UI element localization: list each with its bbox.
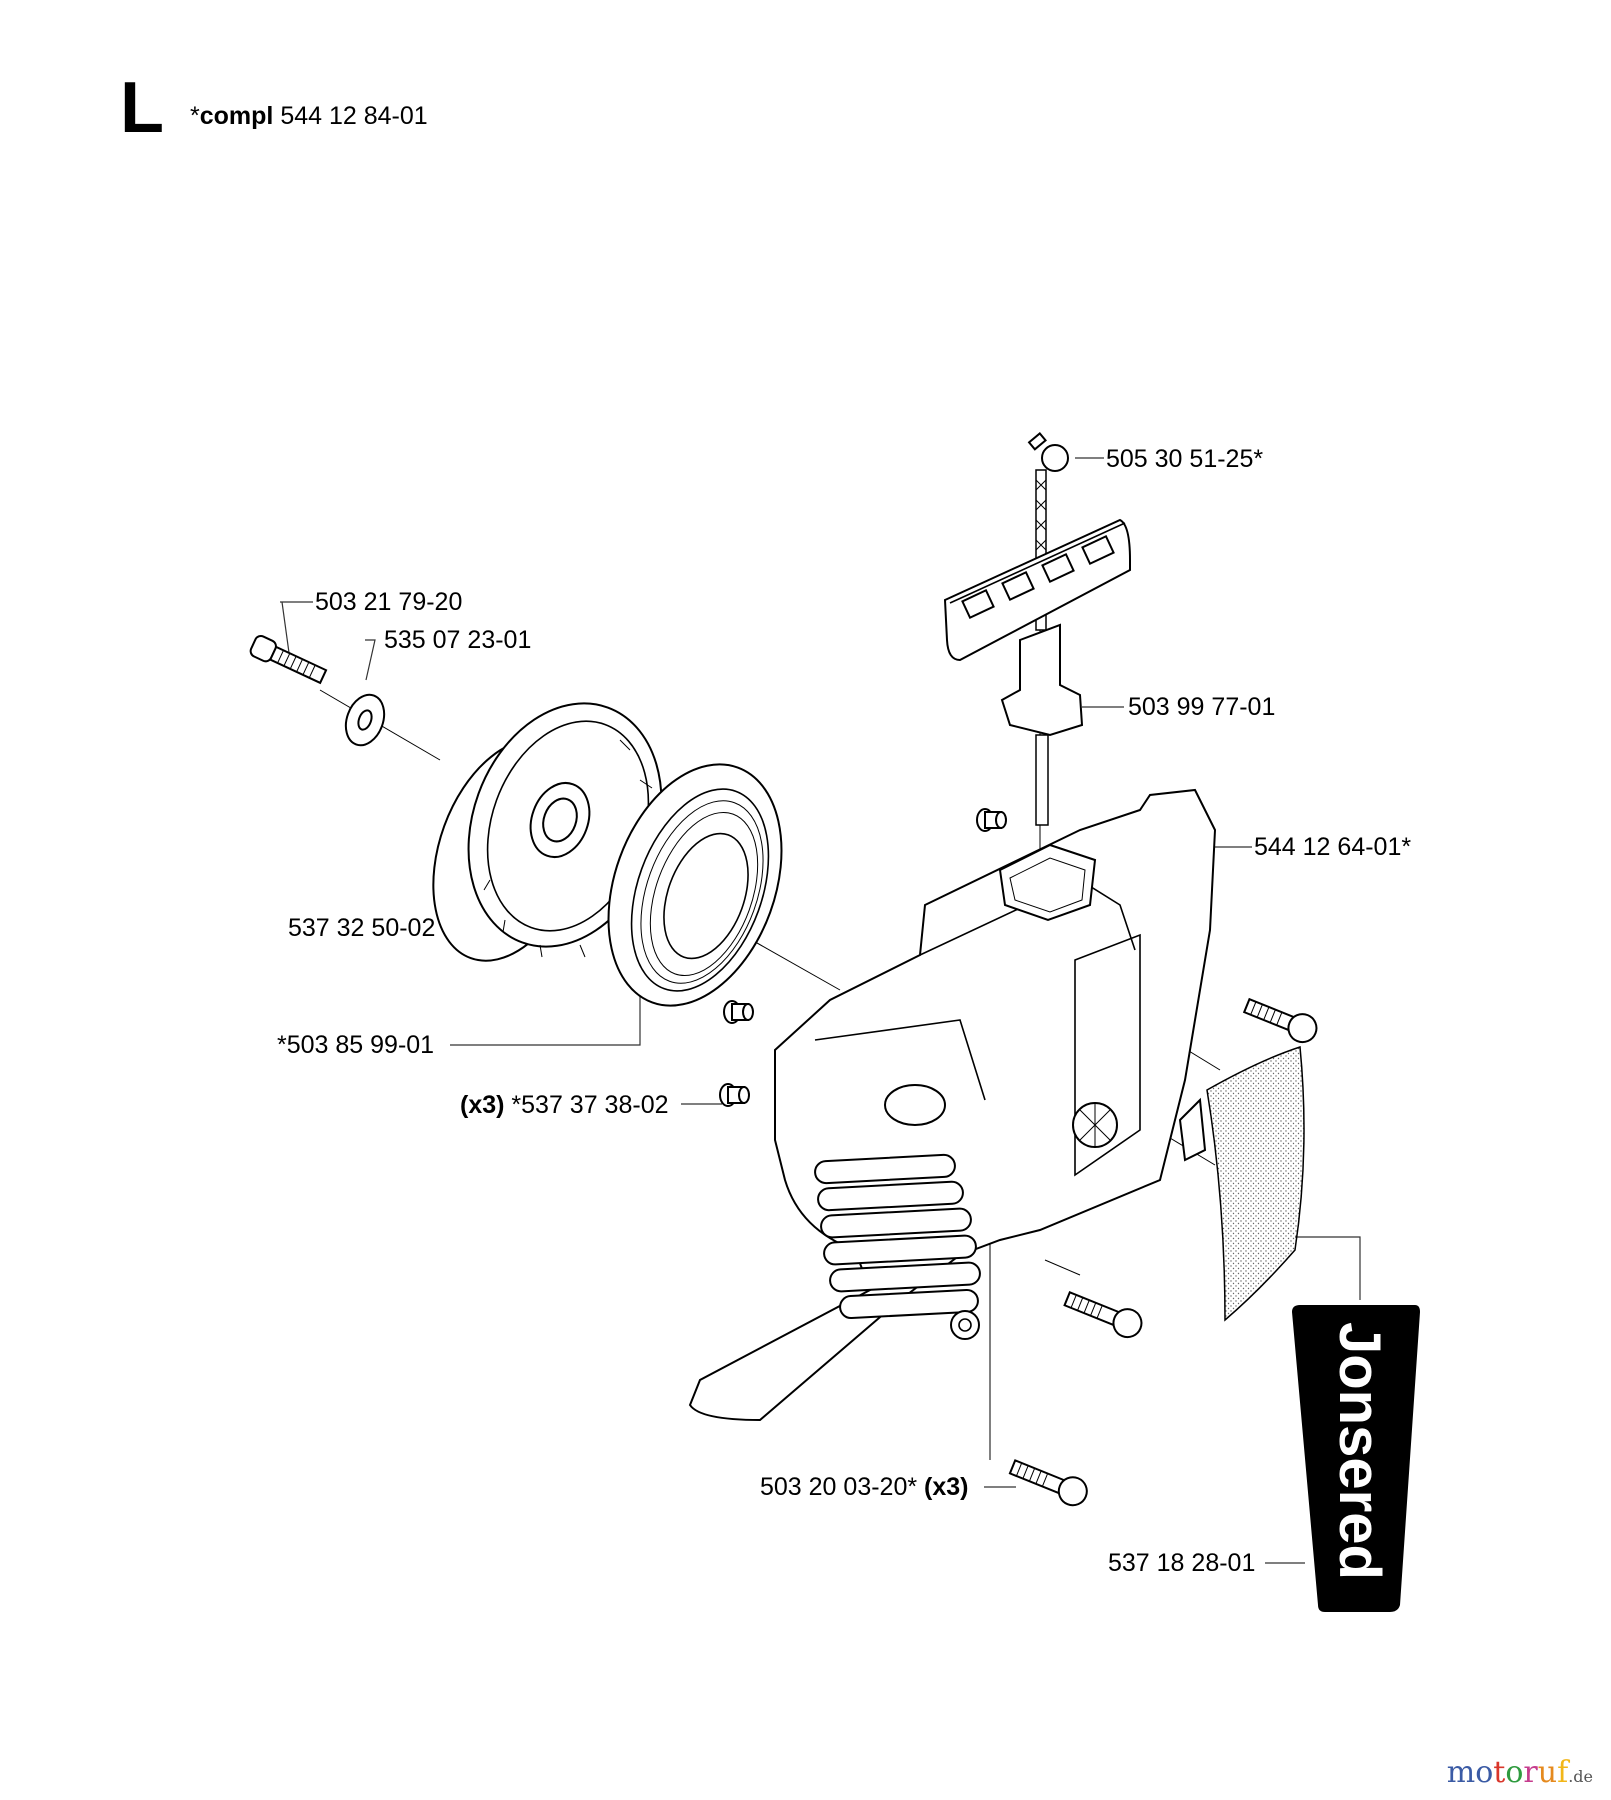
compl-label: compl — [199, 102, 274, 130]
part-label-flywheel-screw[interactable]: 503 21 79-20 — [315, 588, 463, 616]
watermark-letter: o — [1505, 1755, 1524, 1790]
bushing-parts[interactable] — [719, 808, 1007, 1107]
watermark-letter: r — [1523, 1755, 1538, 1790]
section-letter: L — [120, 68, 164, 148]
bushing-qty: (x3) — [460, 1091, 505, 1119]
part-label-starter-pulley[interactable]: 537 32 50-02 — [288, 914, 436, 942]
decal-brand-text: Jonsered — [1327, 1322, 1392, 1580]
starter-handle-part[interactable] — [943, 518, 1131, 826]
compl-part-number: 544 12 84-01 — [280, 102, 428, 130]
washer-part[interactable] — [339, 689, 391, 750]
housing-vent-slots — [814, 1153, 981, 1320]
watermark-main: motoruf — [1447, 1755, 1568, 1790]
compl-prefix: * — [190, 102, 200, 130]
flywheel-screw-part[interactable] — [249, 634, 328, 686]
part-label-starter-handle[interactable]: 503 99 77-01 — [1128, 693, 1276, 721]
part-label-decal[interactable]: 537 18 28-01 — [1108, 1549, 1256, 1577]
housing-screw-number: 503 20 03-20* — [760, 1473, 918, 1501]
assembly-heading: *compl 544 12 84-01 — [190, 104, 428, 129]
watermark-letter: f — [1557, 1755, 1569, 1790]
starter-housing-part[interactable] — [688, 788, 1217, 1422]
housing-screw-qty: (x3) — [924, 1473, 969, 1501]
recoil-spring-part[interactable] — [577, 740, 813, 1030]
housing-screw-parts[interactable] — [1007, 993, 1320, 1510]
watermark-letter: o — [1475, 1755, 1494, 1790]
bushing-number: *537 37 38-02 — [511, 1091, 669, 1119]
watermark-letter: u — [1537, 1755, 1558, 1790]
watermark-letter: t — [1493, 1755, 1506, 1790]
watermark-suffix: .de — [1568, 1767, 1593, 1786]
part-label-cable-clip[interactable]: 505 30 51-25* — [1106, 445, 1264, 473]
part-label-starter-housing[interactable]: 544 12 64-01* — [1254, 833, 1412, 861]
part-label-washer[interactable]: 535 07 23-01 — [384, 626, 532, 654]
side-panel-part[interactable] — [1206, 1045, 1305, 1322]
jonsered-decal-part[interactable]: Jonsered — [1292, 1305, 1420, 1612]
part-label-bushing[interactable]: (x3) *537 37 38-02 — [460, 1093, 669, 1118]
cable-clip-part[interactable] — [1027, 432, 1069, 631]
part-label-recoil-spring[interactable]: *503 85 99-01 — [277, 1031, 435, 1059]
motoruf-watermark: motoruf.de — [1447, 1758, 1593, 1788]
watermark-letter: m — [1446, 1755, 1476, 1790]
part-label-housing-screw[interactable]: 503 20 03-20* (x3) — [760, 1475, 969, 1500]
